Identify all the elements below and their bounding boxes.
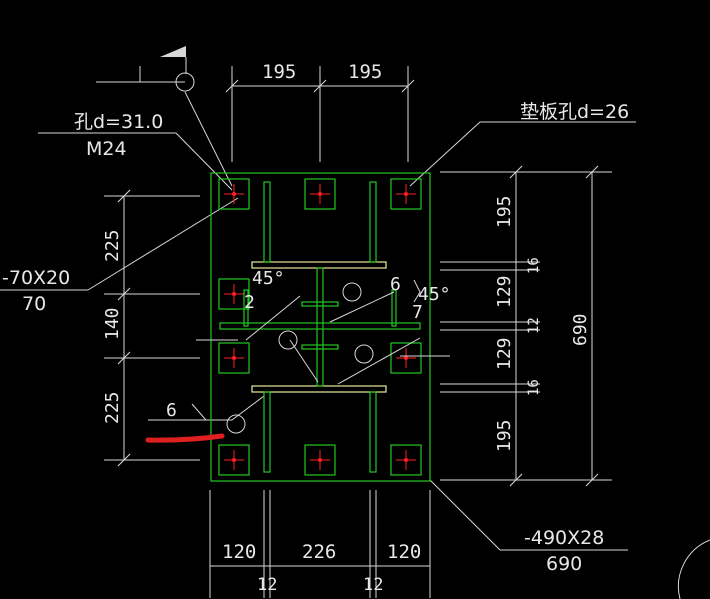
bolt-4 <box>218 278 250 310</box>
base-plate <box>210 172 431 482</box>
bolt-9 <box>390 444 422 476</box>
dim-right-small-2: 12 <box>526 317 542 334</box>
dim-left-1: 225 <box>102 229 123 262</box>
red-markup <box>145 433 225 443</box>
washer-plate <box>218 278 250 310</box>
bolt-center <box>232 292 236 296</box>
weld-size-4: 7 <box>412 302 423 323</box>
weld-angle-1: 45° <box>252 268 285 289</box>
dim-bottom-small-2: 12 <box>363 575 383 595</box>
weld-size-2: 6 <box>390 274 401 295</box>
bolt-center <box>404 192 408 196</box>
dim-top-2: 195 <box>348 61 382 83</box>
bolt-3 <box>390 178 422 210</box>
dim-right-3: 129 <box>494 337 515 370</box>
bolt-center <box>318 458 322 462</box>
stiffener-height-label: 70 <box>22 293 46 315</box>
bolt-center <box>404 356 408 360</box>
plate-size-label: -490X28 <box>524 527 604 549</box>
dim-right-1: 195 <box>494 195 515 228</box>
bolt-7 <box>218 444 250 476</box>
bolt-6 <box>390 342 422 374</box>
weld-size-label: 6 <box>166 400 177 421</box>
bolt-washers <box>218 178 422 476</box>
washer-plate <box>304 178 336 210</box>
washer-hole-label: 垫板孔d=26 <box>520 101 629 123</box>
washer-plate <box>304 444 336 476</box>
dim-overall: 690 <box>570 313 591 346</box>
dim-bottom-1: 120 <box>222 541 256 563</box>
dim-bottom-small-1: 12 <box>257 575 277 595</box>
washer-plate <box>390 444 422 476</box>
bolt-center <box>232 192 236 196</box>
dim-right-4: 195 <box>494 419 515 452</box>
bolt-2 <box>304 178 336 210</box>
bolt-center <box>232 356 236 360</box>
column-section <box>196 181 450 473</box>
dimension-lines <box>0 46 710 599</box>
hole-label: 孔d=31.0 <box>74 111 163 133</box>
dim-bottom-3: 120 <box>387 541 421 563</box>
weld-size-3: 2 <box>244 292 255 313</box>
bolt-1 <box>218 178 250 210</box>
washer-plate <box>218 178 250 210</box>
dim-left-3: 225 <box>102 391 123 424</box>
dim-top-1: 195 <box>262 61 296 83</box>
bolt-8 <box>304 444 336 476</box>
dim-left-2: 140 <box>102 307 123 340</box>
washer-plate <box>218 342 250 374</box>
dim-right-2: 129 <box>494 275 515 308</box>
dim-right-small-1: 16 <box>526 257 542 274</box>
dim-bottom-2: 226 <box>302 541 336 563</box>
bolt-center <box>318 192 322 196</box>
plate-height-label: 690 <box>546 553 582 575</box>
bolt-center <box>404 458 408 462</box>
washer-plate <box>218 444 250 476</box>
annotation-text: 孔d=31.0 M24 垫板孔d=26 -70X20 70 -490X28 69… <box>2 101 629 575</box>
dimension-text: 195 195 120 226 120 12 12 225 140 225 19… <box>102 61 591 595</box>
bolt-center <box>232 458 236 462</box>
washer-plate <box>390 178 422 210</box>
washer-plate <box>390 342 422 374</box>
dim-right-small-3: 16 <box>526 379 542 396</box>
weld-angle-2: 45° <box>418 284 451 305</box>
bolt-5 <box>218 342 250 374</box>
stiffener-size-label: -70X20 <box>2 267 70 289</box>
bolt-label: M24 <box>86 138 127 160</box>
